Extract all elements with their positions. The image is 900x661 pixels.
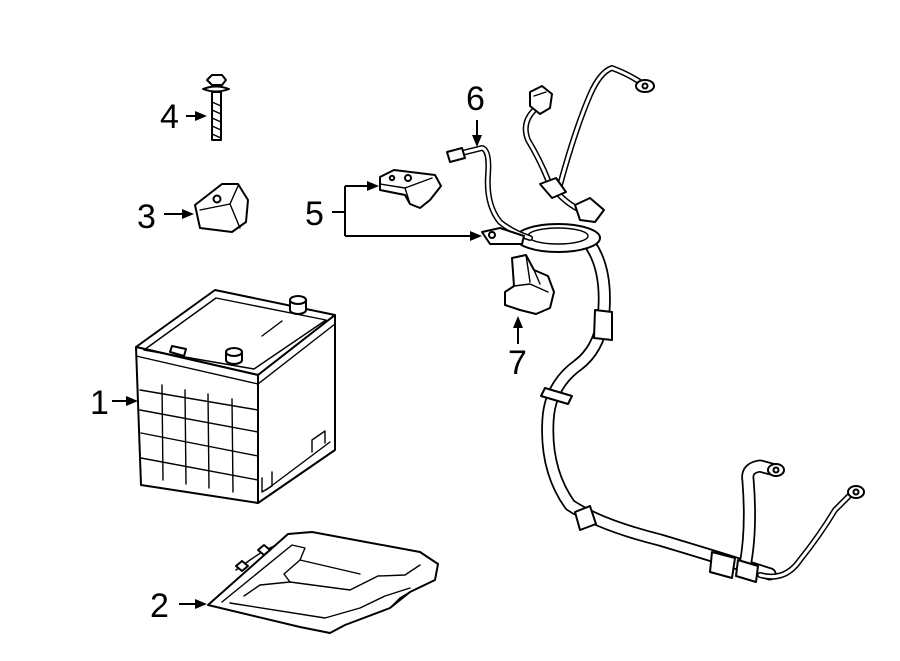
battery-tray: [207, 531, 439, 634]
battery-cable-harness: [515, 65, 865, 583]
callout-2: 2: [150, 587, 169, 625]
callout-1: 1: [90, 384, 109, 422]
arrow-head: [513, 316, 523, 328]
callout-7: 7: [508, 344, 527, 382]
terminal-cover-and-clamp: [379, 169, 442, 209]
bolt: [202, 74, 230, 141]
arrow-head: [195, 599, 207, 609]
arrow-head: [470, 231, 482, 241]
callout-leaders: [112, 111, 523, 609]
sensor: [504, 254, 555, 315]
callout-4: 4: [160, 98, 179, 136]
callout-labels: 1 2 3 4 5 6 7: [90, 80, 527, 625]
battery: [135, 289, 336, 504]
arrow-head: [126, 396, 138, 406]
callout-5: 5: [305, 195, 324, 233]
arrow-head: [367, 181, 379, 191]
arrow-head: [195, 111, 207, 121]
ground-wire: [446, 145, 533, 245]
arrow-head: [182, 209, 194, 219]
callout-6: 6: [466, 80, 485, 118]
callout-3: 3: [137, 198, 156, 236]
arrow-head: [472, 135, 482, 147]
terminal-cover: [194, 183, 249, 233]
